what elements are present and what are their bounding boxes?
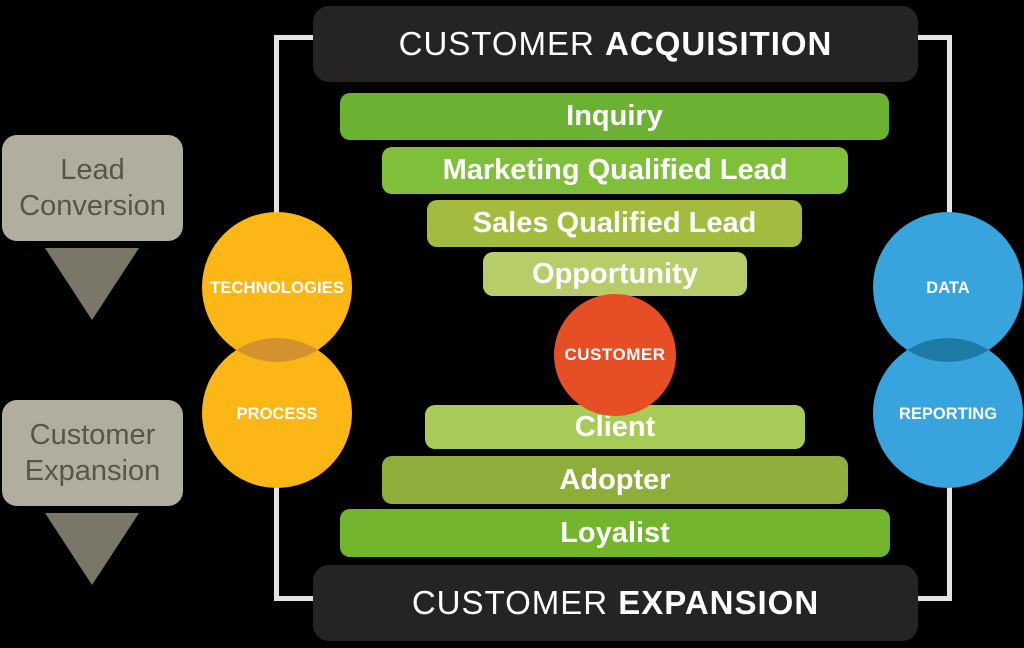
down-arrow-icon — [45, 248, 139, 320]
customer-circle: CUSTOMER — [554, 294, 676, 416]
data-circle — [873, 212, 1023, 362]
customer-acquisition-header: CUSTOMER ACQUISITION — [313, 6, 918, 82]
technologies-circle — [202, 212, 352, 362]
data-reporting-venn: DATA REPORTING — [873, 212, 1023, 488]
funnel-stage-sales-qualified-lead: Sales Qualified Lead — [427, 200, 802, 247]
reporting-label: REPORTING — [899, 405, 997, 423]
process-circle — [202, 338, 352, 488]
customer-expansion-callout: Customer Expansion — [2, 400, 183, 506]
header-text-bold: ACQUISITION — [605, 25, 833, 62]
process-label: PROCESS — [237, 405, 318, 423]
customer-expansion-line1: Customer — [29, 418, 156, 451]
customer-expansion-line2: Expansion — [24, 455, 161, 487]
header-text-normal: CUSTOMER — [398, 25, 606, 62]
funnel-stage-marketing-qualified-lead: Marketing Qualified Lead — [382, 147, 848, 194]
technologies-label: TECHNOLOGIES — [210, 279, 344, 297]
footer-text-normal: CUSTOMER — [411, 584, 619, 621]
customer-expansion-footer: CUSTOMER EXPANSION — [313, 565, 918, 641]
funnel-stage-loyalist: Loyalist — [340, 509, 890, 557]
lead-conversion-callout: Lead Conversion — [2, 135, 183, 241]
footer-text-bold: EXPANSION — [618, 584, 820, 621]
funnel-stage-opportunity: Opportunity — [483, 252, 747, 296]
left-bracket-bottom-stub — [274, 596, 314, 601]
funnel-stage-inquiry: Inquiry — [340, 93, 889, 140]
right-bracket-top-stub — [912, 35, 952, 40]
funnel-stage-adopter: Adopter — [382, 456, 848, 504]
customer-circle-label: CUSTOMER — [564, 345, 666, 364]
left-bracket-top-stub — [274, 35, 314, 40]
technologies-process-venn: TECHNOLOGIES PROCESS — [202, 212, 352, 488]
reporting-circle — [873, 338, 1023, 488]
down-arrow-icon — [45, 513, 139, 585]
right-bracket-bottom-stub — [912, 596, 952, 601]
lead-conversion-line2: Conversion — [19, 190, 166, 222]
lead-conversion-line1: Lead — [60, 153, 125, 186]
data-label: DATA — [926, 279, 969, 297]
